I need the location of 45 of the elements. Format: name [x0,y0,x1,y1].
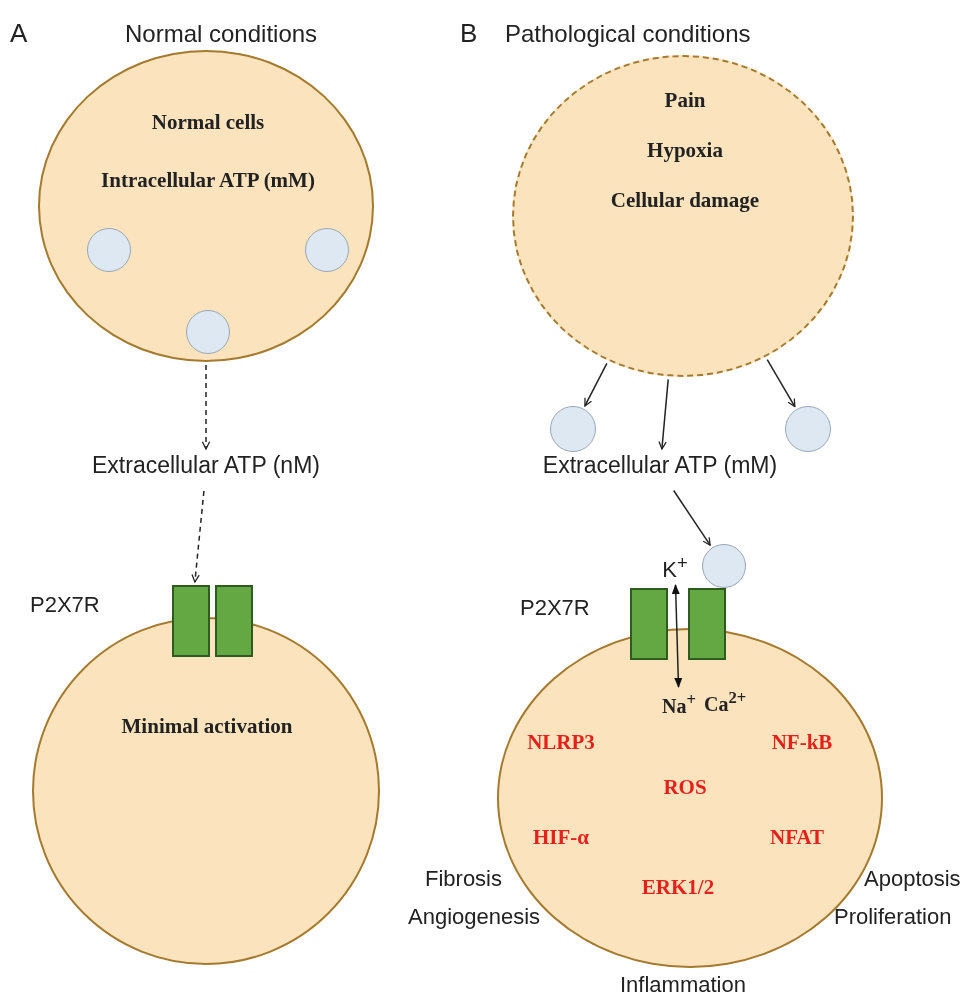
ion-label: Na$^{+}$ [662,690,696,718]
node-label: Extracellular ATP (nM) [92,452,320,479]
atp-molecule-circle [702,544,746,588]
receptor-label: P2X7R [520,595,590,621]
panel-title: Pathological conditions [505,20,751,48]
arrow [671,584,683,688]
outcome-label: Inflammation [620,972,746,998]
arrow [191,490,205,583]
receptor-subunit [630,588,668,660]
cell-label: Intracellular ATP (mM) [101,168,315,193]
arrow [584,362,608,407]
outcome-label: Angiogenesis [408,904,541,930]
panel-letter: B [460,18,478,49]
cell-label: Pain [664,88,706,113]
arrow [658,378,669,450]
signaling-molecule-label: ERK1/2 [641,875,715,900]
atp-molecule-circle [550,406,596,452]
node-label: Extracellular ATP (mM) [542,452,778,479]
cell-label: Hypoxia [647,138,723,163]
signaling-molecule-label: HIF-α [532,825,590,850]
receptor-label: P2X7R [30,592,100,618]
receptor-subunit [172,585,210,657]
panel-title: Normal conditions [125,20,318,48]
ion-label: K$^{+}$ [662,552,688,584]
signaling-molecule-label: NLRP3 [527,730,595,755]
outcome-label: Proliferation [834,904,952,930]
arrow [201,364,211,450]
arrow [672,489,711,546]
signaling-molecule-label: NFAT [769,825,825,850]
cell-label: Normal cells [151,110,265,135]
receptor-subunit [688,588,726,660]
panel-letter: A [10,18,28,49]
atp-molecule-circle [785,406,831,452]
atp-molecule-circle [87,228,131,272]
atp-molecule-circle [305,228,349,272]
signaling-molecule-label: NF-kB [771,730,833,755]
atp-molecule-circle [186,310,230,354]
ion-label: Ca$^{2+}$ [704,688,747,716]
outcome-label: Apoptosis [864,866,961,892]
arrow [766,358,796,408]
cell-label: Minimal activation [121,714,293,739]
receptor-subunit [215,585,253,657]
cell-label: Cellular damage [610,188,760,213]
outcome-label: Fibrosis [425,866,502,892]
signaling-molecule-label: ROS [663,775,707,800]
